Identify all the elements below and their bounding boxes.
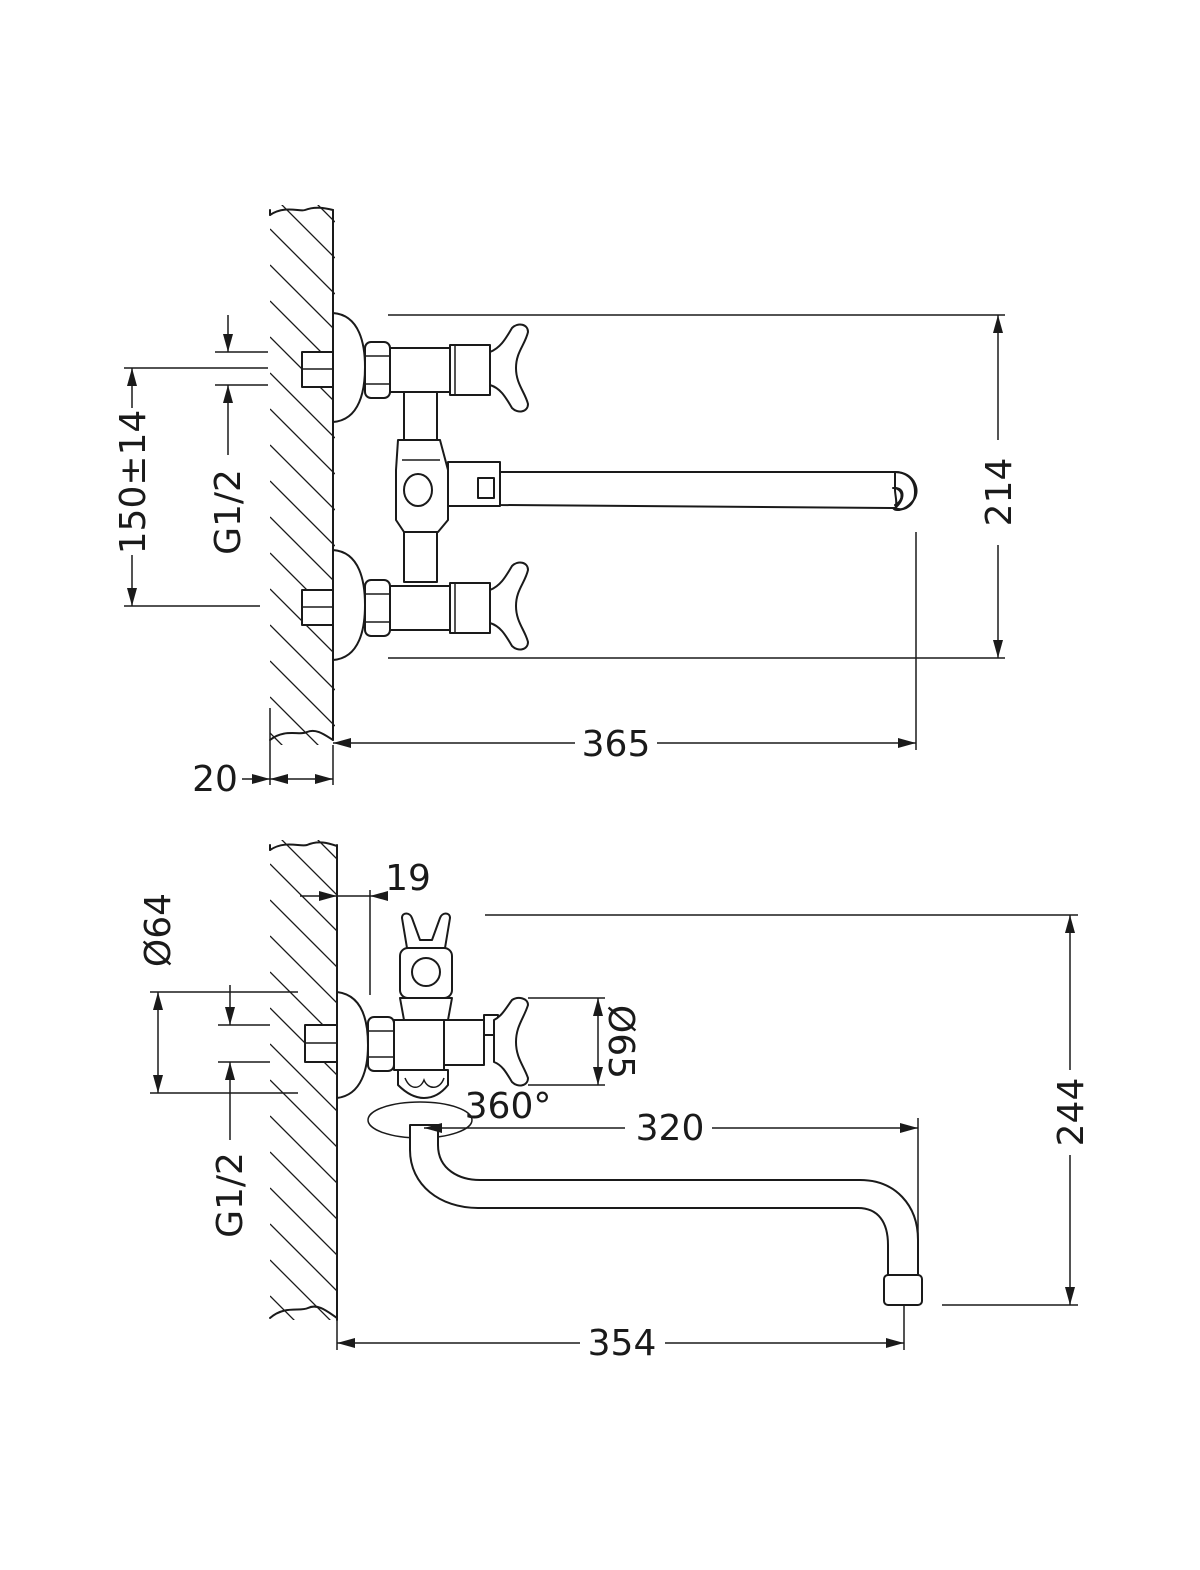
- hatch-line: [317, 840, 338, 861]
- hatch-line: [270, 372, 335, 439]
- front-view: 214 365 20 150±14: [113, 85, 1020, 800]
- hatch-line: [270, 696, 319, 745]
- dim-label-dia64: Ø64: [138, 893, 179, 967]
- hatch-line: [270, 1259, 331, 1320]
- dim-label-244: 244: [1051, 1078, 1092, 1147]
- hatch-line: [281, 205, 335, 259]
- cross-handle-side: [493, 996, 529, 1087]
- dimension-dia64: Ø64: [138, 893, 298, 1094]
- hatch-line: [270, 264, 335, 331]
- dim-label-354: 354: [588, 1323, 657, 1364]
- hatch-line: [270, 1043, 338, 1113]
- hatch-line: [270, 732, 283, 745]
- hatch-line: [270, 756, 338, 824]
- dim-label-thread-side: G1/2: [210, 1152, 251, 1238]
- dimension-214: 214: [388, 314, 1020, 659]
- dimension-thread-side: G1/2: [210, 985, 270, 1238]
- hatch-line: [270, 85, 335, 150]
- hatch-line: [270, 121, 335, 186]
- hatch-line: [270, 899, 338, 969]
- dim-label-swivel: 360°: [465, 1086, 552, 1127]
- dimension-20: 20: [192, 745, 334, 800]
- hatch-line: [270, 444, 335, 511]
- hatch-line: [270, 624, 335, 691]
- dimension-244: 244: [485, 914, 1092, 1306]
- dimension-19: 19: [300, 858, 431, 995]
- dim-label-320: 320: [636, 1108, 705, 1149]
- dim-label-365: 365: [582, 724, 651, 765]
- dimension-thread-front: G1/2: [208, 315, 268, 555]
- hatch-line: [270, 1332, 338, 1400]
- dimension-150: 150±14: [113, 367, 268, 607]
- wall-section-side: [269, 756, 338, 1400]
- cross-handle-lower: [489, 561, 529, 651]
- dim-label-20: 20: [192, 759, 238, 800]
- hatch-line: [270, 660, 335, 727]
- wall-section-front: [269, 85, 335, 785]
- hatch-line: [270, 1187, 338, 1257]
- cross-handle-upper: [489, 323, 529, 413]
- hatch-line: [270, 1115, 338, 1185]
- hatch-line: [270, 228, 335, 295]
- hatch-line: [281, 840, 338, 897]
- dimension-365: 365: [333, 532, 917, 765]
- side-view: 19 Ø64 G1/2 Ø65: [138, 756, 1092, 1400]
- hatch-line: [270, 1223, 338, 1293]
- dimension-320: 320: [424, 1108, 919, 1240]
- hatch-line: [270, 480, 335, 547]
- shower-holder: [397, 912, 453, 1099]
- dimension-dia65: Ø65: [528, 997, 641, 1086]
- dim-label-dia65: Ø65: [600, 1005, 641, 1079]
- dimension-354: 354: [337, 1305, 905, 1364]
- dim-label-thread-front: G1/2: [208, 469, 249, 555]
- upper-valve: [301, 312, 529, 423]
- hatch-line: [270, 863, 338, 933]
- hatch-line: [270, 516, 335, 583]
- diverter-body: [395, 391, 918, 583]
- hatch-line: [317, 205, 335, 223]
- hatch-line: [270, 1079, 338, 1149]
- hatch-line: [270, 1151, 338, 1221]
- lower-valve: [301, 549, 529, 661]
- dim-label-214: 214: [979, 458, 1020, 527]
- dim-label-150: 150±14: [113, 410, 154, 555]
- hatch-line: [270, 935, 338, 1005]
- hatch-line: [270, 408, 335, 475]
- dim-label-19: 19: [385, 858, 431, 899]
- hatch-line: [270, 1295, 295, 1320]
- spout-side: [409, 1124, 923, 1306]
